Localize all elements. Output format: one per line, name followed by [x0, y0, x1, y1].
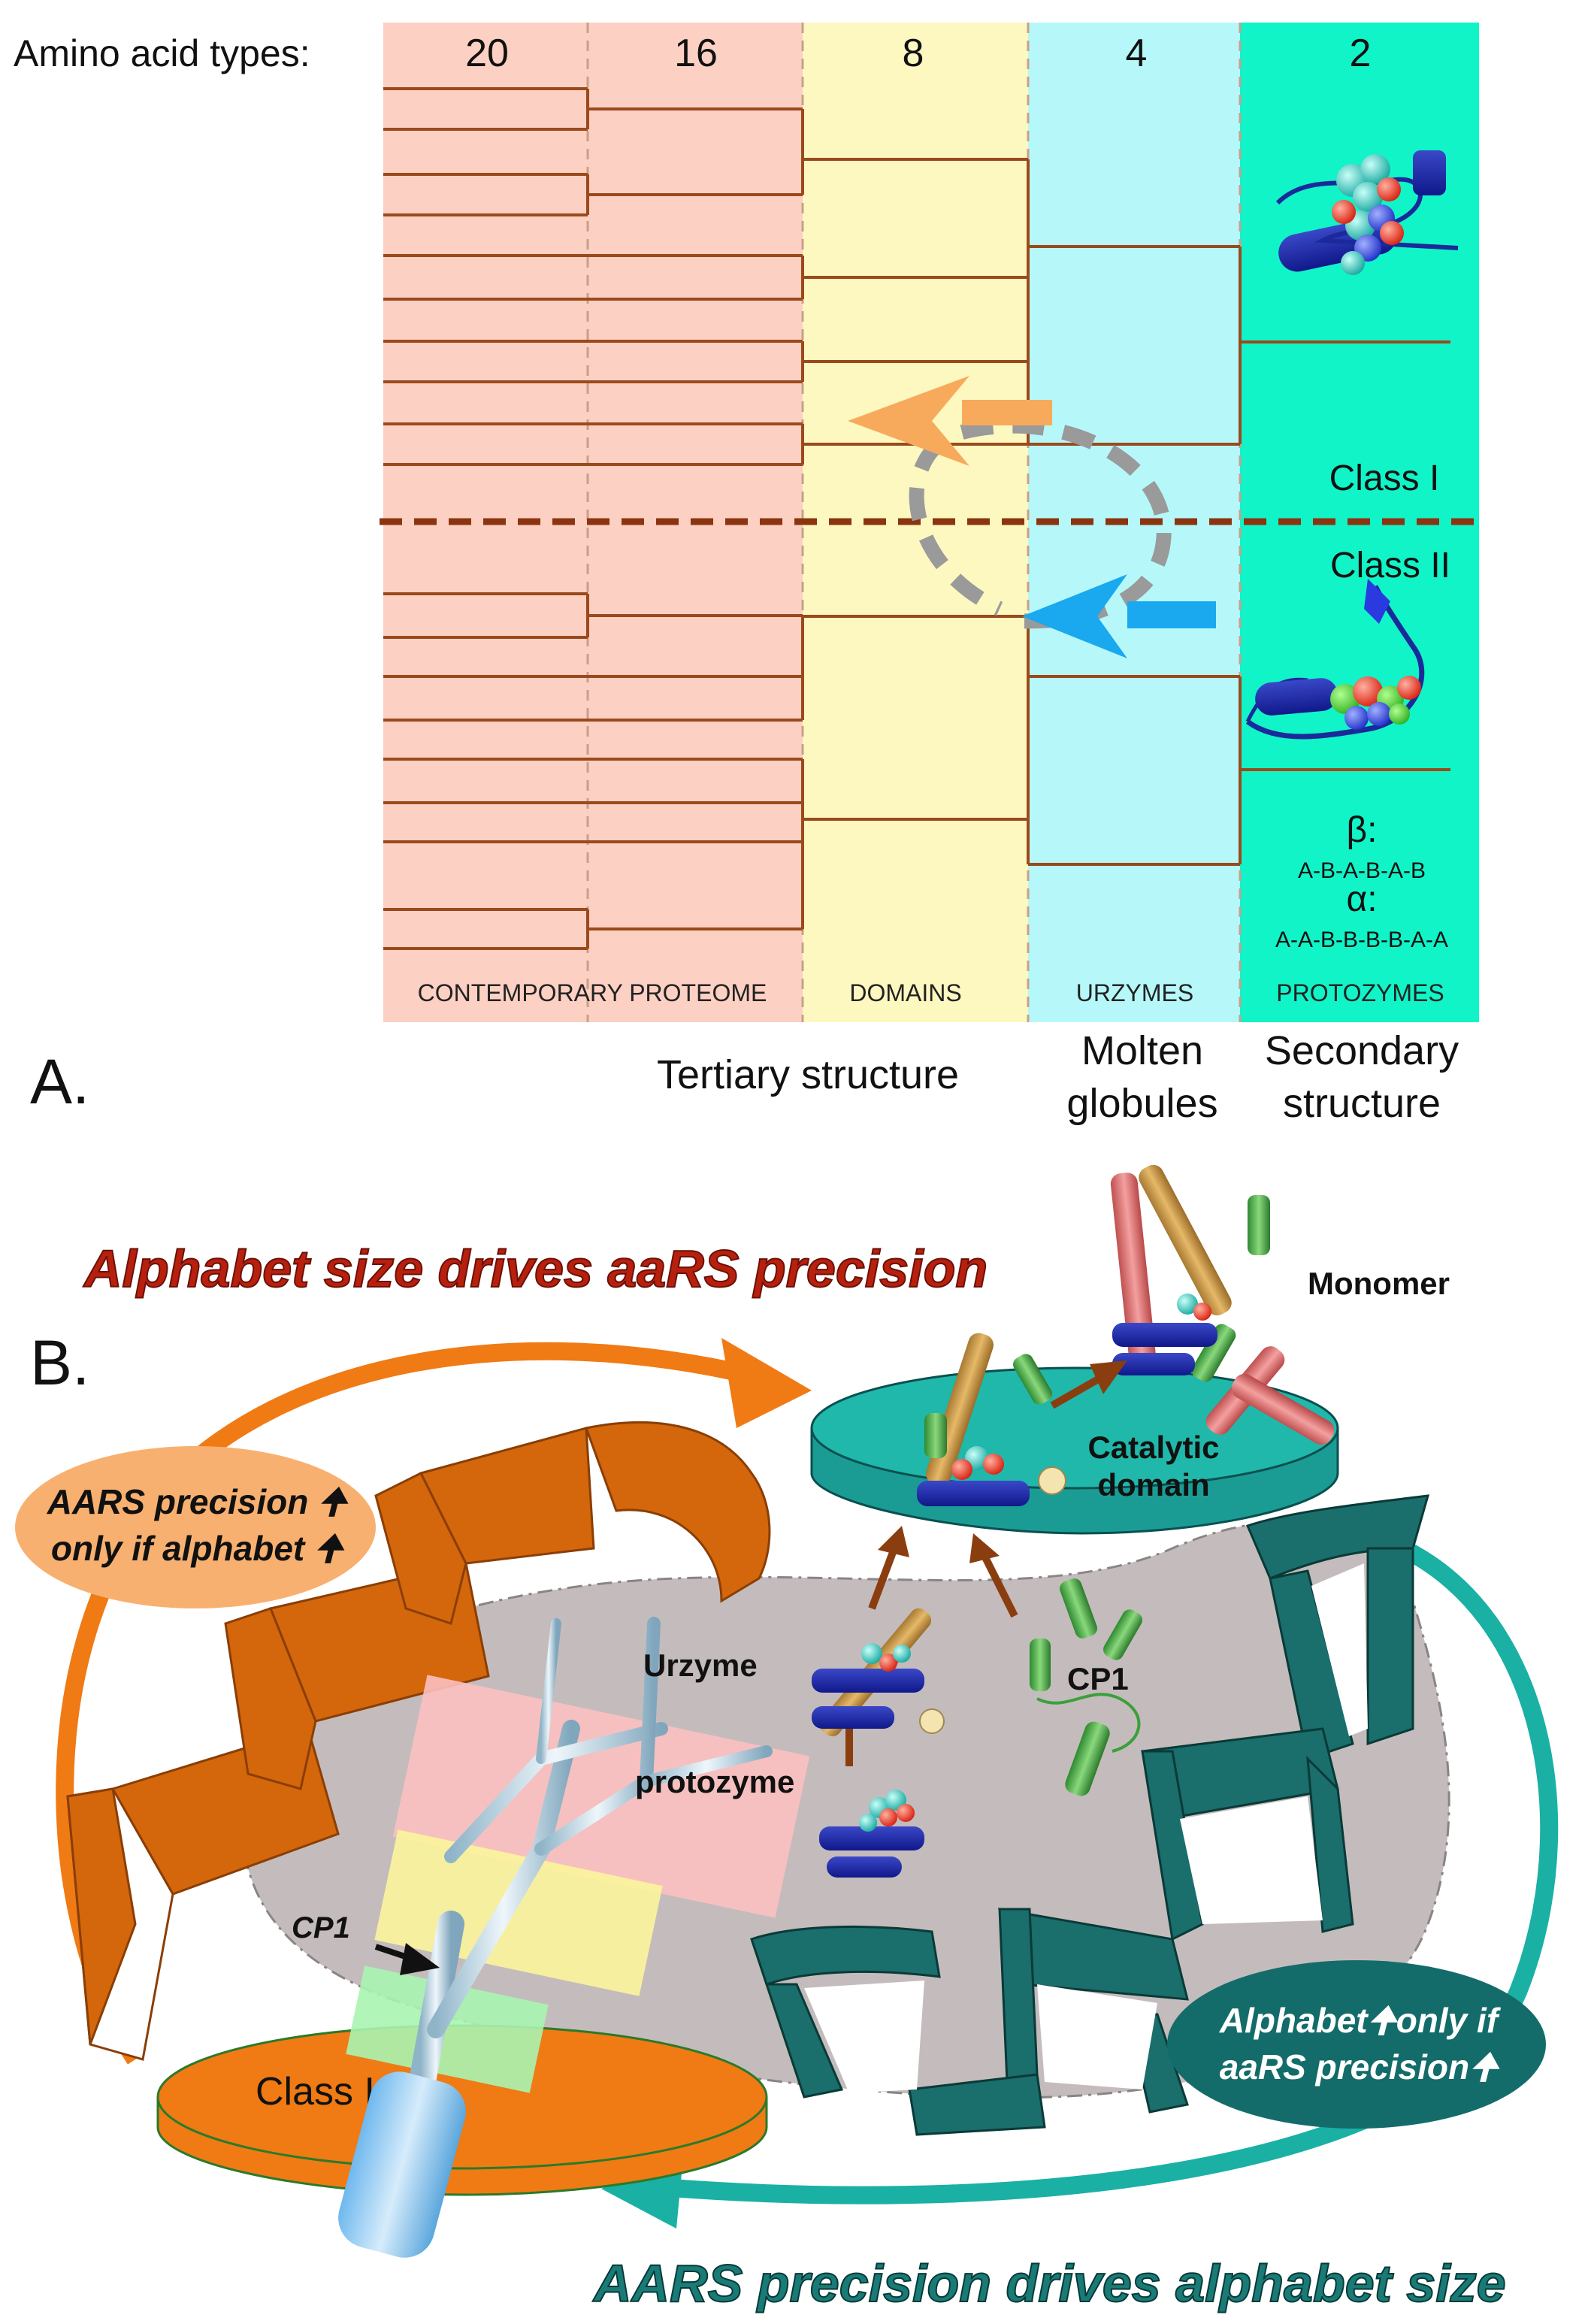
panel-a-letter: A. — [30, 1046, 89, 1117]
class-ii-label: Class II — [1330, 546, 1450, 586]
amino-acid-types-label: Amino acid types: — [14, 32, 310, 74]
column-count-8: 8 — [903, 32, 924, 75]
beta-pattern: A-B-A-B-A-B — [1298, 858, 1426, 883]
teal-sheet-windows — [804, 1563, 1368, 2093]
column-count-20: 20 — [465, 32, 509, 75]
class-i-disk-label: Class I — [256, 2070, 375, 2114]
left-bubble-text1: AARS precision — [47, 1482, 309, 1521]
blue-arrow-left — [1022, 574, 1216, 658]
right-bubble-line2: aaRS precision🠉 — [1220, 2047, 1500, 2087]
catalytic-label-line1: Catalytic — [1087, 1430, 1219, 1465]
orange-arrow-left — [848, 376, 1052, 466]
right-bubble-text1b: only if — [1396, 2001, 1502, 2040]
alpha-pattern: A-A-B-B-B-B-A-A — [1275, 927, 1448, 952]
left-bubble — [15, 1446, 376, 1608]
orange-beta-sheet — [66, 1421, 771, 2061]
class-i-label: Class I — [1329, 458, 1440, 498]
panel-b: Class I CP1 Catalytic domain — [15, 1164, 1559, 2313]
left-bubble-line2: only if alphabet 🠉 — [51, 1528, 345, 1569]
cp1-tree-arrowhead — [400, 1943, 440, 1975]
label-secondary-line1: Secondary — [1265, 1028, 1459, 1073]
label-molten-line2: globules — [1066, 1081, 1217, 1126]
catalytic-label-line2: domain — [1097, 1467, 1209, 1502]
cp1-structure — [1030, 1578, 1142, 1796]
column-count-2: 2 — [1350, 32, 1372, 75]
left-bubble-text2: only if alphabet — [51, 1529, 306, 1568]
label-molten-line1: Molten — [1081, 1028, 1203, 1073]
class-i-disk — [156, 2024, 768, 2196]
right-bubble-text1: Alphabet — [1219, 2001, 1369, 2040]
label-protozymes: PROTOZYMES — [1276, 979, 1444, 1006]
orange-cycle-arrowhead — [721, 1338, 812, 1428]
title-top: Alphabet size drives aaRS precision — [83, 1239, 988, 1298]
dendrogram-class-ii — [383, 592, 1450, 950]
teal-beta-sheet — [750, 1494, 1430, 2136]
protozyme-label: protozyme — [635, 1764, 794, 1799]
beta-symbol: β: — [1347, 810, 1378, 850]
panel-b-letter: B. — [30, 1327, 89, 1398]
monomer-structure — [1110, 1164, 1335, 1445]
class-ii-protozyme-structure — [1245, 579, 1425, 740]
panel-a: Amino acid types: 20 16 8 4 2 — [14, 23, 1479, 1126]
title-bottom: AARS precision drives alphabet size — [592, 2254, 1506, 2313]
urzyme-structure — [812, 1608, 945, 1737]
left-bubble-up-arrow1: 🠉 — [318, 1481, 349, 1522]
evolution-tree — [338, 1617, 810, 2258]
column-count-16: 16 — [674, 32, 718, 75]
monomer-label: Monomer — [1308, 1266, 1450, 1301]
dendrogram-class-i — [383, 87, 1450, 466]
left-bubble-line1: AARS precision 🠉 — [47, 1481, 349, 1522]
column-count-4: 4 — [1126, 32, 1148, 75]
left-bubble-up-arrow2: 🠉 — [314, 1528, 345, 1569]
protozyme-structure — [819, 1790, 924, 1878]
right-bubble-line1: Alphabet🠉only if — [1219, 2000, 1502, 2041]
right-bubble-up-arrow2: 🠉 — [1469, 2047, 1500, 2087]
label-tertiary-structure: Tertiary structure — [657, 1052, 959, 1097]
urzyme-label: Urzyme — [643, 1648, 758, 1683]
label-domains: DOMAINS — [849, 979, 961, 1006]
label-urzymes: URZYMES — [1076, 979, 1193, 1006]
right-bubble — [1167, 1960, 1546, 2129]
label-secondary-line2: structure — [1283, 1081, 1441, 1126]
catalytic-domain-structure — [917, 1333, 1066, 1506]
cp1-tree-label: CP1 — [292, 1911, 350, 1944]
alpha-symbol: α: — [1346, 879, 1377, 919]
right-bubble-up-arrow1: 🠉 — [1368, 2000, 1399, 2041]
right-bubble-text2: aaRS precision — [1220, 2047, 1469, 2086]
label-contemporary-proteome: CONTEMPORARY PROTEOME — [418, 979, 767, 1006]
column-4-bg — [1028, 23, 1240, 1022]
class-i-protozyme-structure — [1275, 150, 1459, 275]
cp1-structure-label: CP1 — [1067, 1661, 1129, 1696]
